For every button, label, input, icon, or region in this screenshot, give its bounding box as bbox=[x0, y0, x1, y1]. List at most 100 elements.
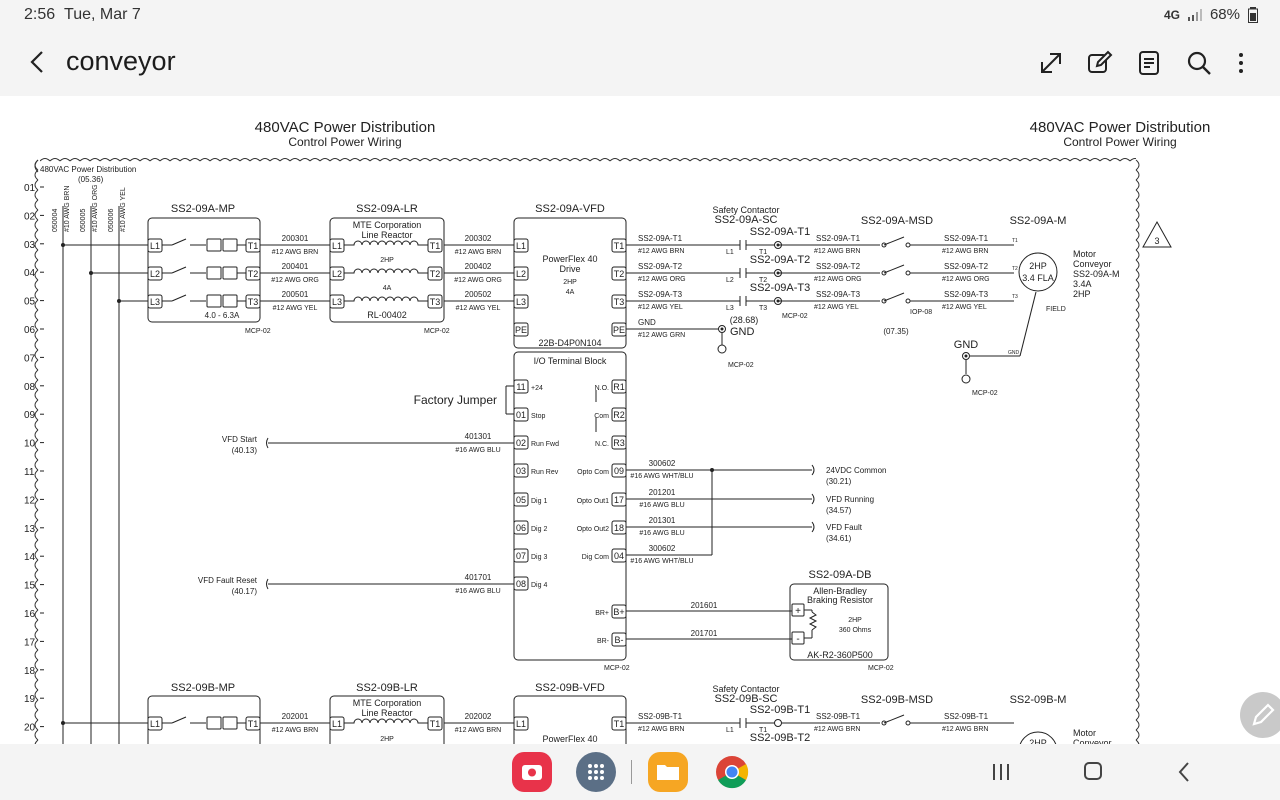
border-scallop-right bbox=[1135, 339, 1140, 351]
next-mp-switch bbox=[171, 716, 187, 724]
io-terminal-desc: BR+ bbox=[595, 610, 609, 617]
border-scallop-right bbox=[1135, 349, 1140, 361]
io-terminal-desc: BR- bbox=[597, 638, 610, 645]
sc-term-label: T1 bbox=[759, 249, 767, 256]
sc-term-label: T3 bbox=[759, 305, 767, 312]
border-scallop-right bbox=[1135, 379, 1140, 391]
chrome-app-icon[interactable] bbox=[712, 752, 752, 792]
border-scallop-left bbox=[34, 699, 39, 711]
border-scallop-left bbox=[34, 369, 39, 381]
border-scallop-left bbox=[34, 249, 39, 261]
io-terminal-right-box bbox=[611, 435, 627, 450]
border-scallop-left bbox=[34, 649, 39, 661]
wire-number: SS2-09A-T3 bbox=[816, 290, 861, 299]
sc-line-label: L3 bbox=[726, 305, 734, 312]
border-scallop-left bbox=[34, 159, 39, 171]
files-app-icon[interactable] bbox=[648, 752, 688, 792]
msd-name: SS2-09A-MSD bbox=[861, 215, 933, 227]
wire-number: 200501 bbox=[282, 290, 309, 299]
next-sc-name: SS2-09B-SC bbox=[715, 693, 778, 705]
document-view[interactable]: 480VAC Power Distribution Control Power … bbox=[0, 96, 1280, 744]
border-scallop-left bbox=[34, 499, 39, 511]
db-hp: 2HP bbox=[848, 617, 862, 624]
border-scallop-left bbox=[34, 209, 39, 221]
next-msd-switch bbox=[883, 714, 905, 724]
border-scallop-left bbox=[34, 199, 39, 211]
io-terminal-desc: Stop bbox=[531, 413, 546, 420]
nav-back-icon[interactable] bbox=[1170, 758, 1200, 786]
border-scallop-right bbox=[1135, 189, 1140, 201]
msd-contact bbox=[905, 270, 911, 276]
lr-load-terminal: T1 bbox=[430, 241, 441, 251]
rung-number: 17 bbox=[24, 637, 36, 648]
msd-contact bbox=[905, 242, 911, 248]
border-scallop-left bbox=[34, 479, 39, 491]
junction-dot bbox=[61, 243, 65, 247]
search-icon[interactable] bbox=[1184, 48, 1214, 78]
home-icon[interactable] bbox=[1078, 758, 1108, 786]
border-scallop-right bbox=[1135, 709, 1140, 721]
apps-grid-icon[interactable] bbox=[576, 752, 616, 792]
border-scallop-right bbox=[1135, 239, 1140, 251]
notes-list-icon[interactable] bbox=[1134, 48, 1164, 78]
border-scallop-right bbox=[1135, 439, 1140, 451]
junction-dot bbox=[710, 468, 714, 472]
border-scallop-left bbox=[34, 399, 39, 411]
border-scallop-left bbox=[34, 179, 39, 191]
edit-fab-button[interactable] bbox=[1240, 692, 1280, 738]
border-scallop-right bbox=[1135, 279, 1140, 291]
io-terminal-right: R1 bbox=[613, 382, 625, 392]
revision-triangle bbox=[1142, 220, 1172, 248]
next-vfd-terminal-box bbox=[513, 716, 529, 731]
sc-name: SS2-09A-SC bbox=[715, 214, 778, 226]
more-options-icon[interactable] bbox=[1226, 48, 1256, 78]
output-dest-label: 24VDC Common bbox=[826, 466, 886, 475]
io-terminal-desc: Opto Out2 bbox=[577, 526, 609, 533]
wire-gauge: #12 AWG BRN bbox=[638, 726, 684, 733]
next-lr-coil bbox=[344, 718, 428, 724]
msd-contact bbox=[905, 298, 911, 304]
output-dest-label: VFD Fault bbox=[826, 523, 863, 532]
back-arrow-icon[interactable] bbox=[24, 48, 52, 76]
camera-app-icon[interactable] bbox=[512, 752, 552, 792]
wire-gauge: #12 AWG BRN bbox=[942, 726, 988, 733]
lr-amps: 4A bbox=[383, 285, 392, 292]
sc-title: Safety Contactor bbox=[712, 205, 779, 215]
edit-icon[interactable] bbox=[1084, 48, 1114, 78]
wire-number: 300602 bbox=[649, 544, 676, 553]
msd-tag: IOP-08 bbox=[910, 309, 932, 316]
recent-apps-icon[interactable] bbox=[986, 758, 1016, 786]
supply-bus bbox=[62, 206, 120, 744]
border-scallop-right bbox=[1135, 229, 1140, 241]
border-scallop-left bbox=[34, 439, 39, 451]
lr-line-terminal: L2 bbox=[332, 269, 342, 279]
signal-icon bbox=[1187, 8, 1202, 21]
io-terminal-desc: Dig 1 bbox=[531, 498, 547, 505]
border-scallop-right bbox=[1135, 209, 1140, 221]
border-scallop-right bbox=[1135, 509, 1140, 521]
io-terminal-right: 17 bbox=[614, 495, 624, 505]
border-scallop-left bbox=[34, 569, 39, 581]
output-dest-ref: (34.57) bbox=[826, 506, 852, 515]
border-scallop-right bbox=[1135, 309, 1140, 321]
wire-number: SS2-09B-T1 bbox=[638, 712, 683, 721]
sc-output-tag: SS2-09A-T2 bbox=[750, 254, 811, 266]
border-scallop-right bbox=[1135, 199, 1140, 211]
border-scallop-right bbox=[1135, 619, 1140, 631]
border-scallop-right bbox=[1135, 719, 1140, 731]
rung-number: 15 bbox=[24, 581, 36, 592]
next-mp-terminal: T1 bbox=[248, 719, 259, 729]
rung-number: 19 bbox=[24, 694, 36, 705]
rung-number: 14 bbox=[24, 552, 36, 563]
motor-term-label: GND bbox=[1008, 350, 1020, 356]
mp-name: SS2-09A-MP bbox=[171, 203, 235, 215]
vfd-power-section bbox=[513, 217, 627, 349]
io-terminal-desc: Run Rev bbox=[531, 469, 559, 476]
sc-term-label: T2 bbox=[759, 277, 767, 284]
border-scallop-right bbox=[1135, 599, 1140, 611]
io-terminal-left: 05 bbox=[516, 495, 526, 505]
gnd-label: GND bbox=[730, 326, 755, 338]
border-scallop-right bbox=[1135, 499, 1140, 511]
expand-icon[interactable] bbox=[1036, 48, 1066, 78]
